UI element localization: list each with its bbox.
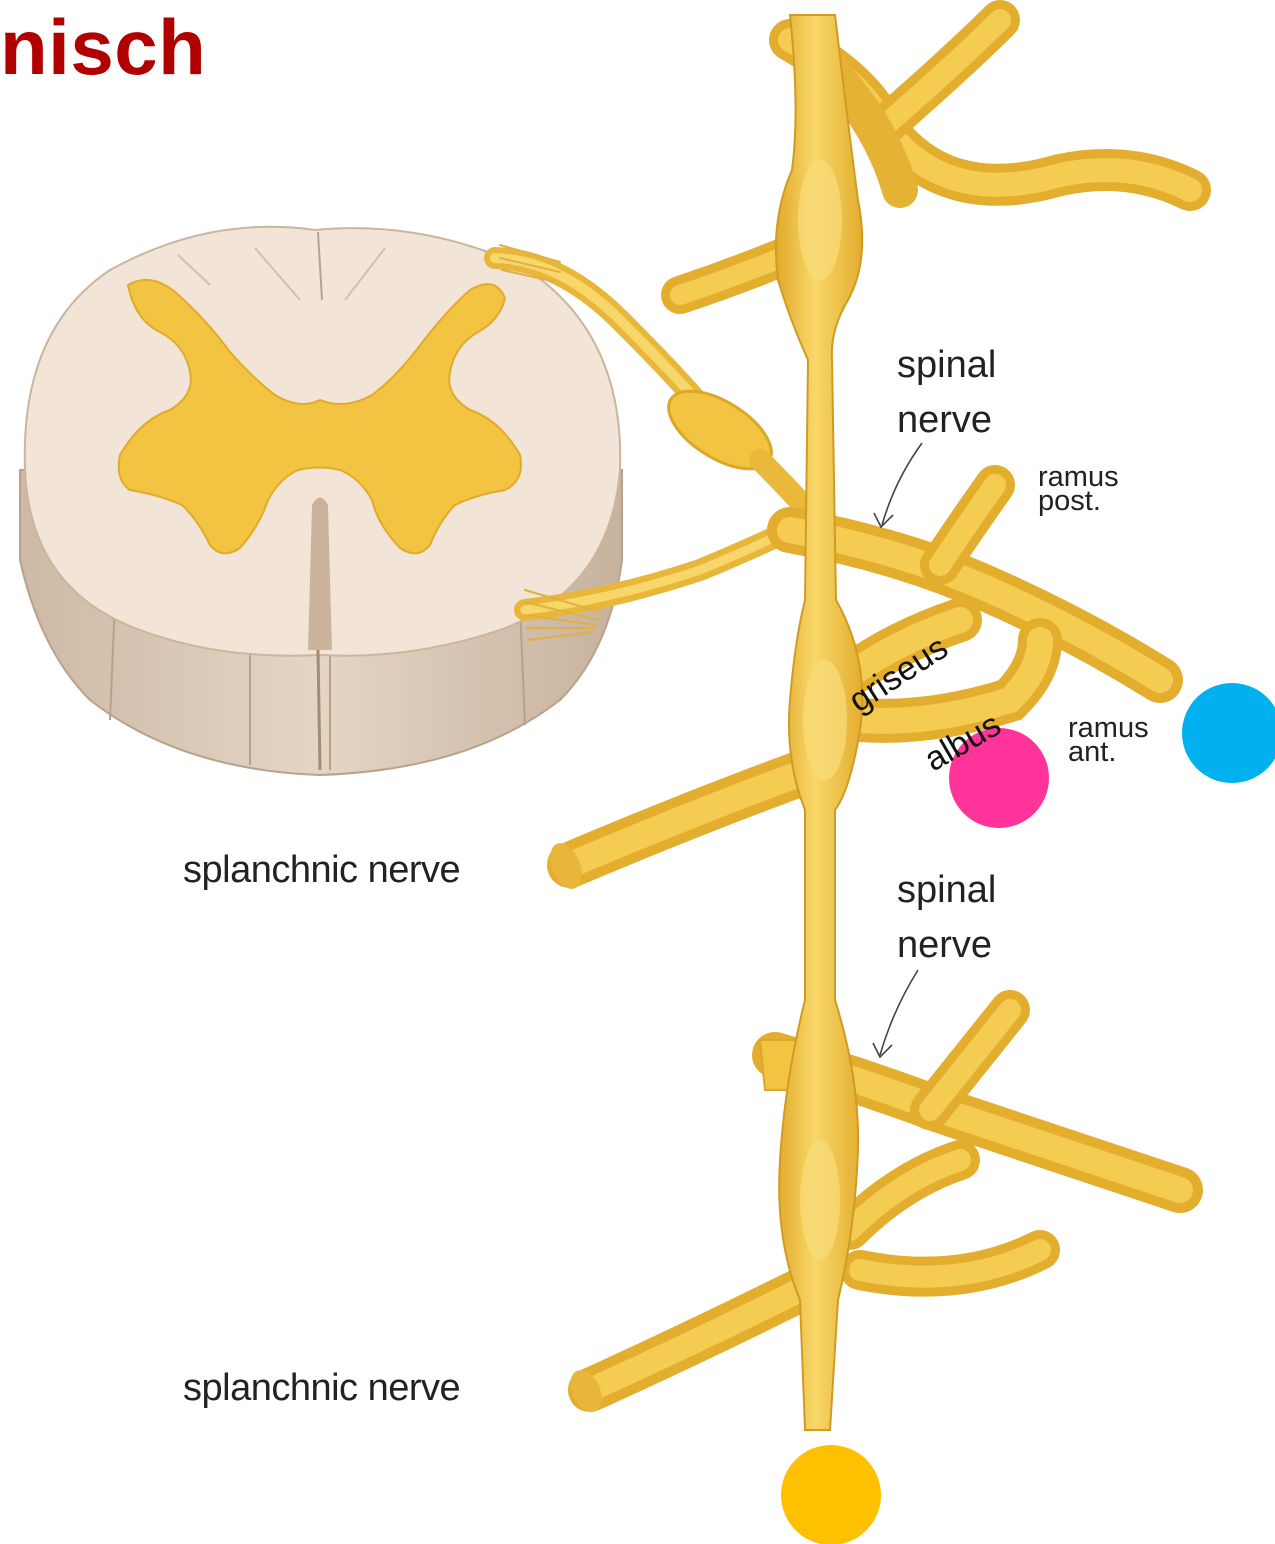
label-splanchnic-nerve-lower: splanchnic nerve <box>183 1361 460 1416</box>
label-spinal-nerve-lower: spinal nerve <box>897 863 996 973</box>
marker-blue-dot <box>1182 683 1275 783</box>
page-title: nisch <box>0 8 206 86</box>
label-splanchnic-nerve-upper: splanchnic nerve <box>183 843 460 898</box>
label-spinal-nerve-upper: spinal nerve <box>897 338 996 448</box>
label-ramus-ant: ramus ant. <box>1068 717 1149 765</box>
sympathetic-trunk <box>776 15 862 1430</box>
spinal-cord-section <box>20 227 622 775</box>
label-ramus-post: ramus post. <box>1038 466 1119 514</box>
marker-yellow-dot <box>781 1445 881 1544</box>
